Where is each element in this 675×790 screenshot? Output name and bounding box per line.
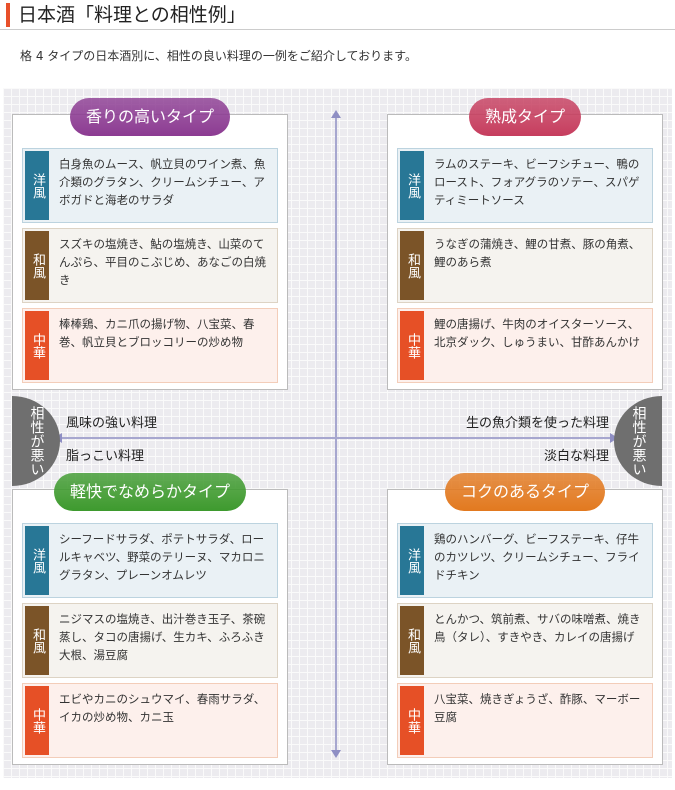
category-tag: 和風 [400,231,424,300]
pairing-row: 和風ニジマスの塩焼き、出汁巻き玉子、茶碗蒸し、タコの唐揚げ、生カキ、ふろふき大根… [22,603,278,678]
pairing-row: 和風スズキの塩焼き、鮎の塩焼き、山菜のてんぷら、平目のこぶじめ、あなごの白焼き [22,228,278,303]
pairing-row: 中華八宝菜、焼きぎょうざ、酢豚、マーボー豆腐 [397,683,653,758]
axis-label-oily: 脂っこい料理 [66,449,145,464]
quadrant-rich: コクのあるタイプ洋風鶏のハンバーグ、ビーフステーキ、仔牛のカツレツ、クリームシチ… [387,473,663,765]
category-tag: 中華 [25,311,49,380]
divider [0,29,675,30]
dish-list: ラムのステーキ、ビーフシチュー、鴨のロースト、フォアグラのソテー、スパゲティミー… [434,157,640,207]
category-tag: 中華 [400,311,424,380]
category-tag: 和風 [25,606,49,675]
bad-pairing-badge-right: 相性が悪い [614,396,662,486]
category-tag: 中華 [400,686,424,755]
type-title-pill: 軽快でなめらかタイプ [53,473,247,511]
intro-text: 格 4 タイプの日本酒別に、相性の良い料理の一例をご紹介しております。 [20,49,417,63]
axis-label-light: 淡白な料理 [543,449,609,464]
dish-list: 八宝菜、焼きぎょうざ、酢豚、マーボー豆腐 [434,692,641,724]
dish-list: うなぎの蒲焼き、鯉の甘煮、豚の角煮、鯉のあら煮 [434,237,641,269]
pairing-row: 洋風鶏のハンバーグ、ビーフステーキ、仔牛のカツレツ、クリームシチュー、フライドチ… [397,523,653,598]
dish-list: ニジマスの塩焼き、出汁巻き玉子、茶碗蒸し、タコの唐揚げ、生カキ、ふろふき大根、湯… [59,612,266,662]
dish-list: スズキの塩焼き、鮎の塩焼き、山菜のてんぷら、平目のこぶじめ、あなごの白焼き [59,237,266,287]
page-title: 日本酒「料理との相性例」 [6,3,246,27]
category-tag: 洋風 [400,526,424,595]
category-tag: 和風 [25,231,49,300]
pairing-row: 洋風白身魚のムース、帆立貝のワイン煮、魚介類のグラタン、クリームシチュー、アボガ… [22,148,278,223]
dish-list: シーフードサラダ、ポテトサラダ、ロールキャベツ、野菜のテリーヌ、マカロニグラタン… [59,532,265,582]
category-tag: 洋風 [400,151,424,220]
pairing-row: 中華棒棒鶏、カニ爪の揚げ物、八宝菜、春巻、帆立貝とブロッコリーの炒め物 [22,308,278,383]
type-title-pill: コクのあるタイプ [444,473,606,511]
type-title-pill: 熟成タイプ [468,98,582,136]
category-tag: 和風 [400,606,424,675]
dish-list: 棒棒鶏、カニ爪の揚げ物、八宝菜、春巻、帆立貝とブロッコリーの炒め物 [59,317,255,349]
pairing-row: 和風とんかつ、筑前煮、サバの味噌煮、焼き鳥（タレ）、すきやき、カレイの唐揚げ [397,603,653,678]
dish-list: とんかつ、筑前煮、サバの味噌煮、焼き鳥（タレ）、すきやき、カレイの唐揚げ [434,612,641,644]
quadrant-aged: 熟成タイプ洋風ラムのステーキ、ビーフシチュー、鴨のロースト、フォアグラのソテー、… [387,98,663,390]
axis-label-raw-seafood: 生の魚介類を使った料理 [465,416,609,431]
category-tag: 洋風 [25,526,49,595]
pairing-row: 和風うなぎの蒲焼き、鯉の甘煮、豚の角煮、鯉のあら煮 [397,228,653,303]
category-tag: 洋風 [25,151,49,220]
pairing-row: 洋風ラムのステーキ、ビーフシチュー、鴨のロースト、フォアグラのソテー、スパゲティ… [397,148,653,223]
dish-list: 白身魚のムース、帆立貝のワイン煮、魚介類のグラタン、クリームシチュー、アボガドと… [59,157,266,207]
pairing-row: 中華エビやカニのシュウマイ、春雨サラダ、イカの炒め物、カニ玉 [22,683,278,758]
dish-list: 鶏のハンバーグ、ビーフステーキ、仔牛のカツレツ、クリームシチュー、フライドチキン [434,532,640,582]
axis-label-strong-flavor: 風味の強い料理 [66,416,158,431]
quadrant-light-smooth: 軽快でなめらかタイプ洋風シーフードサラダ、ポテトサラダ、ロールキャベツ、野菜のテ… [12,473,288,765]
quadrant-aromatic: 香りの高いタイプ洋風白身魚のムース、帆立貝のワイン煮、魚介類のグラタン、クリーム… [12,98,288,390]
dish-list: 鯉の唐揚げ、牛肉のオイスターソース、北京ダック、しゅうまい、甘酢あんかけ [434,317,640,349]
vertical-axis [331,110,341,758]
pairing-row: 中華鯉の唐揚げ、牛肉のオイスターソース、北京ダック、しゅうまい、甘酢あんかけ [397,308,653,383]
category-tag: 中華 [25,686,49,755]
dish-list: エビやカニのシュウマイ、春雨サラダ、イカの炒め物、カニ玉 [59,692,266,724]
type-title-pill: 香りの高いタイプ [69,98,231,136]
horizontal-axis [54,433,618,443]
pairing-row: 洋風シーフードサラダ、ポテトサラダ、ロールキャベツ、野菜のテリーヌ、マカロニグラ… [22,523,278,598]
